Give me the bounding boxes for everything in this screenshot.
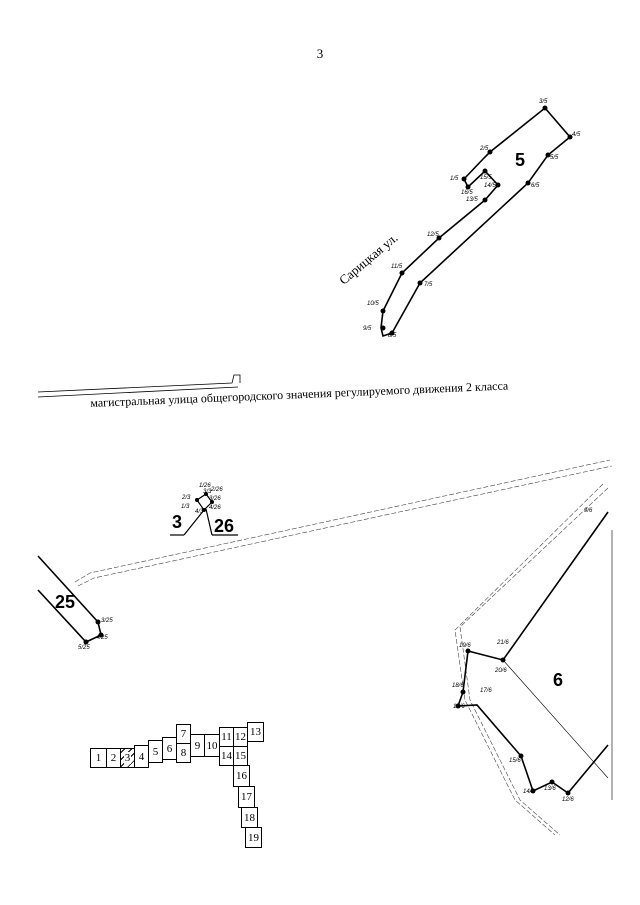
vertex-label: 7/5 xyxy=(424,282,433,288)
vertex-label: 12/6 xyxy=(562,797,574,803)
vertex-label: 2/3 xyxy=(182,495,191,501)
sheet-3-highlighted[interactable]: 3 xyxy=(120,748,135,768)
plot-6-thin-lines xyxy=(502,530,613,800)
plot-5-outline xyxy=(380,107,572,338)
vertex-label: 17/6 xyxy=(480,688,492,694)
vertex-label: 13/6 xyxy=(544,786,556,792)
red-line-boundary xyxy=(74,459,613,836)
vertex-label: 1/5 xyxy=(450,176,459,182)
sheet-16[interactable]: 16 xyxy=(233,765,250,787)
sheet-19[interactable]: 19 xyxy=(245,827,262,848)
sheet-5[interactable]: 5 xyxy=(148,740,163,763)
vertex-label: 18/6 xyxy=(452,683,464,689)
sheet-18[interactable]: 18 xyxy=(241,807,258,828)
sheet-4[interactable]: 4 xyxy=(134,745,149,768)
vertex-label: 10/5 xyxy=(367,301,379,307)
vertex-label: 16/6 xyxy=(453,704,465,710)
cluster-vertices xyxy=(195,492,214,512)
vertex-label: 15/6 xyxy=(509,758,521,764)
vertex-label: 4/5 xyxy=(572,132,581,138)
sheet-14[interactable]: 14 xyxy=(219,746,234,766)
vertex-label: 19/6 xyxy=(459,643,471,649)
sheet-12[interactable]: 12 xyxy=(233,727,248,747)
sheet-15[interactable]: 15 xyxy=(233,746,248,766)
vertex-label: 1/26 xyxy=(199,483,211,489)
vertex-label: 9/5 xyxy=(363,326,372,332)
vertex-label: 5/25 xyxy=(78,645,90,651)
page-number: 3 xyxy=(316,46,324,61)
sheet-10[interactable]: 10 xyxy=(204,734,220,757)
vertex-label: 1/3 xyxy=(181,504,190,510)
plot-6-outline xyxy=(456,511,609,795)
vertex-label: 8/5 xyxy=(388,333,397,339)
vertex-label: 4/26 xyxy=(209,505,221,511)
plot-label-25: 25 xyxy=(55,592,76,612)
plot-label-3: 3 xyxy=(172,512,183,532)
vertex-label: 21/6 xyxy=(497,640,509,646)
sheet-8[interactable]: 8 xyxy=(176,743,191,763)
plot-25-vertices xyxy=(83,619,104,645)
sheet-3-label: 3 xyxy=(123,752,132,764)
sheet-11[interactable]: 11 xyxy=(219,727,234,747)
sheet-1[interactable]: 1 xyxy=(90,748,107,768)
plot-6-vertices xyxy=(455,648,571,796)
vertex-label: 3/26 xyxy=(209,496,221,502)
vertex-label: 3/3 xyxy=(203,489,212,495)
vertex-label: 14/6 xyxy=(523,789,535,795)
sheet-9[interactable]: 9 xyxy=(190,734,205,757)
main-road-edge xyxy=(37,374,241,398)
vertex-label: 11/5 xyxy=(391,264,403,270)
vertex-label: 14/5 xyxy=(484,183,496,189)
plot-label-26: 26 xyxy=(214,516,235,536)
plot-label-6: 6 xyxy=(553,670,564,690)
sheet-17[interactable]: 17 xyxy=(238,786,255,808)
vertex-label: 13/5 xyxy=(466,197,478,203)
plot-5-vertices xyxy=(380,105,573,336)
vertex-label: 12/5 xyxy=(427,232,439,238)
sheet-7[interactable]: 7 xyxy=(176,724,191,744)
vertex-label: 20/6 xyxy=(495,668,507,674)
vertex-label: 4/25 xyxy=(96,635,108,641)
vertex-label: 9/6 xyxy=(584,508,593,514)
vertex-label: 16/5 xyxy=(461,190,473,196)
vertex-label: 5/5 xyxy=(550,155,559,161)
sheet-13[interactable]: 13 xyxy=(247,722,264,742)
vertex-label: 6/5 xyxy=(531,183,540,189)
vertex-label: 4/3 xyxy=(195,509,204,515)
vertex-label: 15/5 xyxy=(480,175,492,181)
sheet-6[interactable]: 6 xyxy=(162,737,177,760)
sheet-2[interactable]: 2 xyxy=(106,748,121,768)
vertex-label: 3/5 xyxy=(539,99,548,105)
vertex-label: 2/5 xyxy=(480,146,489,152)
vertex-label: 2/26 xyxy=(211,487,223,493)
vertex-label: 3/25 xyxy=(101,618,113,624)
plot-label-5: 5 xyxy=(515,150,526,170)
